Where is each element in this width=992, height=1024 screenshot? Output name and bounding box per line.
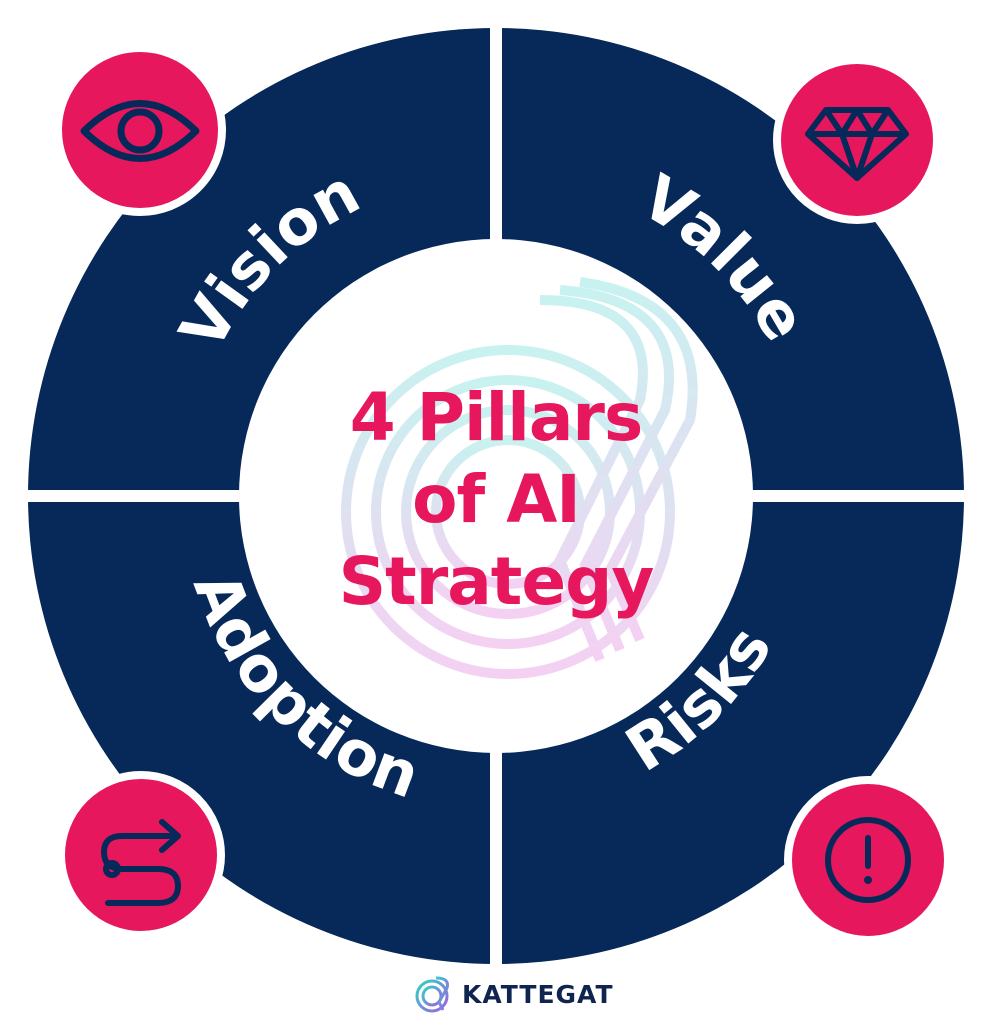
winding-path-arrow-icon (101, 819, 181, 906)
badge-adoption (57, 771, 225, 939)
badge-vision (54, 44, 226, 216)
watermark-logo-icon (341, 277, 698, 679)
exclamation-dot (864, 876, 872, 884)
exclamation-circle-icon (825, 817, 911, 903)
eye-icon (80, 100, 200, 162)
diamond-icon (805, 107, 909, 181)
brand-name: KATTEGAT (462, 979, 614, 1009)
kattegat-logo-icon (415, 976, 449, 1013)
center-title-line-1: 4 Pillars (350, 379, 643, 456)
center-title-line-3: Strategy (339, 543, 654, 620)
badge-value (773, 56, 941, 224)
badge-risks (784, 776, 952, 944)
brand-footer: KATTEGAT (414, 972, 614, 1016)
center-title-line-2: of AI (412, 461, 580, 538)
